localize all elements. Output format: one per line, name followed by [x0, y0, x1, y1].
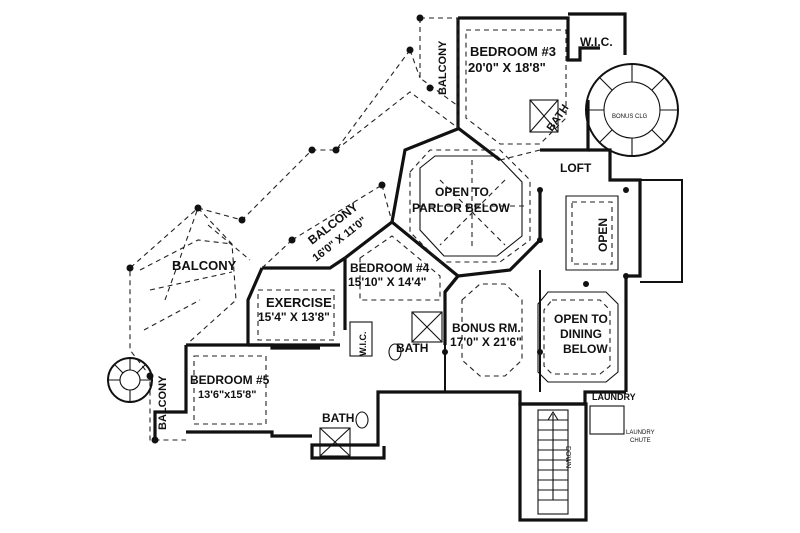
exercise-size: 15'4" X 13'8" — [258, 310, 330, 324]
exterior-walls — [153, 12, 683, 460]
balcony-left-label: BALCONY — [172, 258, 237, 273]
laundry-chute-label-2: CHUTE — [630, 438, 651, 444]
open-dining-label-3: BELOW — [563, 342, 608, 356]
wic-label: W.I.C. — [580, 35, 613, 49]
down-label: DOWN — [564, 446, 571, 468]
bedroom5-size: 13'6"x15'8" — [198, 389, 257, 401]
bedroom3-size: 20'0" X 18'8" — [468, 60, 546, 75]
stair-down — [518, 402, 588, 522]
balcony-top-label: BALCONY — [437, 40, 449, 95]
bonus-label: BONUS RM. — [452, 321, 521, 335]
exercise-label: EXERCISE — [266, 295, 332, 310]
balcony-low-label: BALCONY — [157, 375, 169, 430]
laundry-chute-label-1: LAUNDRY — [626, 430, 655, 436]
bedroom4-label: BEDROOM #4 — [350, 261, 430, 275]
bath-mid-label: BATH — [396, 341, 428, 355]
bedroom5-label: BEDROOM #5 — [190, 373, 270, 387]
bonus-clg-label: BONUS CLG — [612, 114, 648, 120]
laundry-label: LAUNDRY — [592, 392, 636, 402]
bonus-size: 17'0" X 21'6" — [450, 335, 522, 349]
loft-label: LOFT — [560, 161, 592, 175]
open-parlor-label-1: OPEN TO — [435, 185, 489, 199]
wic-small-label: W.I.C. — [358, 332, 368, 357]
bath-low-label: BATH — [322, 411, 354, 425]
columns — [126, 14, 629, 444]
fixtures — [319, 99, 625, 457]
bedroom4-size: 15'10" X 14'4" — [348, 275, 426, 289]
open-small-label: OPEN — [596, 218, 610, 252]
spiral-stair-top — [585, 63, 679, 157]
open-dining-label-2: DINING — [560, 327, 602, 341]
balcony-outlines — [129, 17, 619, 441]
room-labels: BEDROOM #3 20'0" X 18'8" W.I.C. BALCONY … — [157, 35, 655, 468]
open-parlor-label-2: PARLOR BELOW — [412, 201, 510, 215]
spiral-stair-left — [107, 357, 153, 403]
bedroom3-label: BEDROOM #3 — [470, 44, 556, 59]
open-dining-label-1: OPEN TO — [554, 312, 608, 326]
